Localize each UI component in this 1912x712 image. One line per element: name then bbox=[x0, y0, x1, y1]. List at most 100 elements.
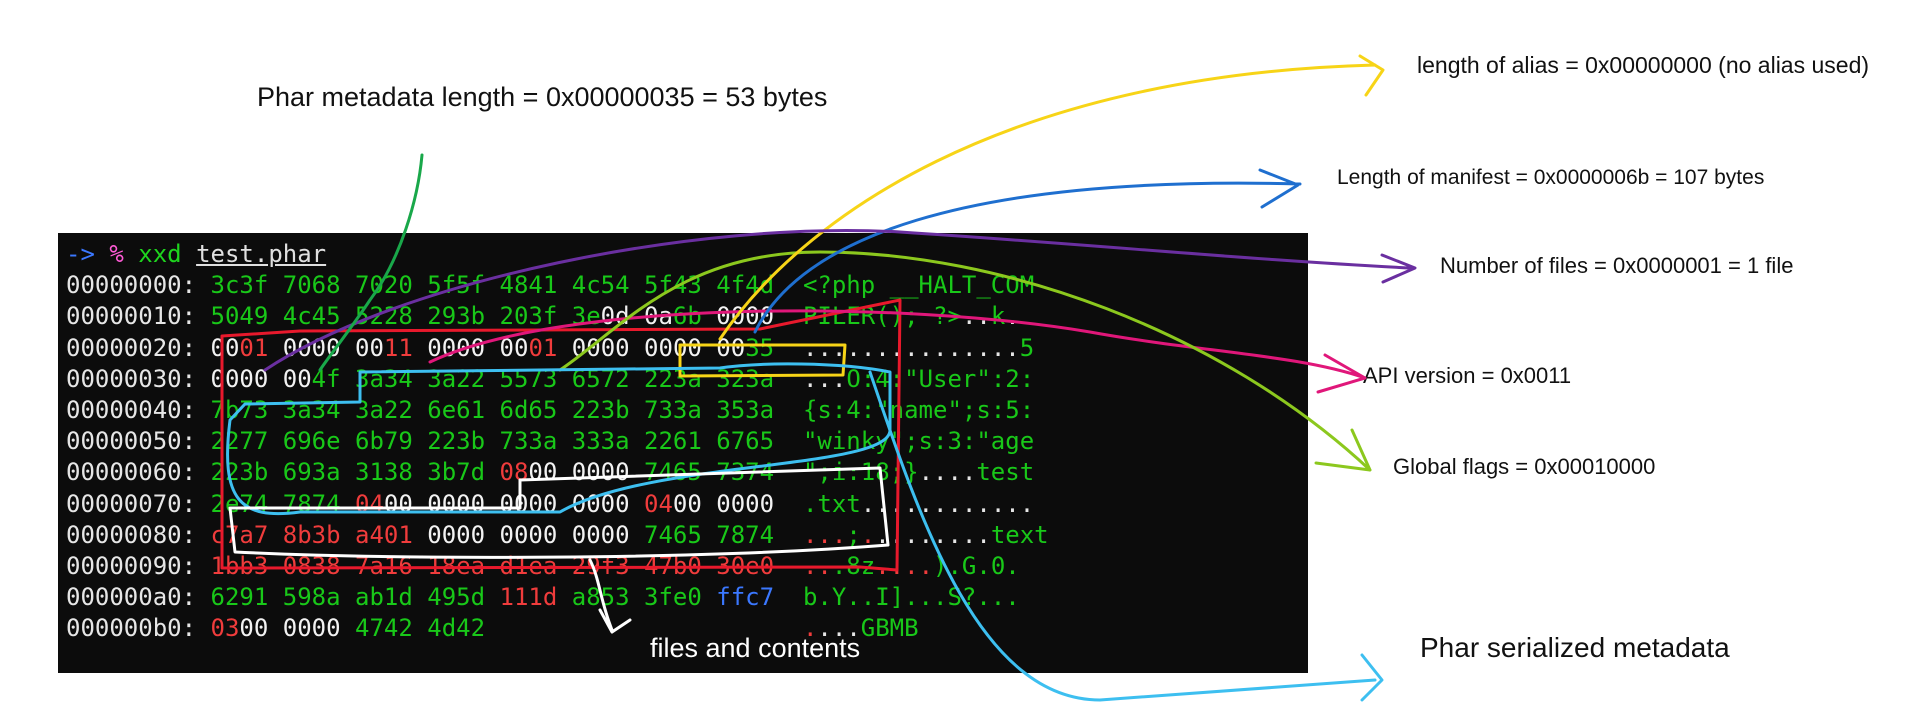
hexdump-row: 000000b0: 0300 0000 4742 4d42 ....GBMB bbox=[66, 614, 919, 643]
row-ascii: <?php __HALT_COM bbox=[802, 271, 1035, 300]
hex-group: 47b0 bbox=[644, 551, 702, 580]
hex-group: 0800 bbox=[499, 458, 558, 487]
hex-group: 293b bbox=[427, 302, 486, 331]
hexdump-row: 00000050: 2277 696e 6b79 223b 733a 333a … bbox=[66, 427, 1035, 456]
hex-group: 0000 bbox=[427, 489, 486, 518]
hexdump-row: 00000090: 1bb3 0838 7a16 18ea d1ea 29f3 … bbox=[66, 551, 1020, 580]
hex-group: 0300 bbox=[210, 614, 269, 643]
row-ascii: ...O:4:"User":2: bbox=[802, 364, 1035, 393]
hexdump-row: 00000010: 5049 4c45 5228 293b 203f 3e0d … bbox=[66, 302, 1020, 331]
prompt-symbol: % bbox=[109, 240, 124, 268]
hex-group: 1bb3 bbox=[210, 551, 269, 580]
hex-group: 3a22 bbox=[427, 364, 486, 393]
hex-group: 29f3 bbox=[571, 551, 630, 580]
row-ascii: ...;.........text bbox=[802, 520, 1049, 549]
hex-group: 0000 bbox=[571, 458, 630, 487]
hex-group: 3fe0 bbox=[644, 583, 702, 612]
hex-group: 696e bbox=[282, 427, 341, 456]
hex-group: 2261 bbox=[644, 427, 702, 456]
hex-group: 333a bbox=[571, 427, 630, 456]
row-offset: 00000080 bbox=[66, 520, 182, 549]
hexdump-row: 00000060: 223b 693a 3138 3b7d 0800 0000 … bbox=[66, 458, 1035, 487]
api-version-label: API version = 0x0011 bbox=[1363, 363, 1572, 388]
hex-group: 4d42 bbox=[427, 614, 486, 643]
row-ascii: "winky";s:3:"age bbox=[802, 427, 1035, 456]
hex-group: 3a34 bbox=[355, 364, 413, 393]
number-of-files-label: Number of files = 0x0000001 = 1 file bbox=[1440, 253, 1794, 278]
hex-group: 0000 bbox=[282, 614, 341, 643]
hex-group: 733a bbox=[499, 427, 558, 456]
prompt-line: -> % xxd test.phar bbox=[66, 239, 1049, 270]
hex-group: 0000 bbox=[571, 520, 630, 549]
hex-group: 0400 bbox=[644, 489, 702, 518]
hexdump-row: 00000080: c7a7 8b3b a401 0000 0000 0000 … bbox=[66, 520, 1049, 549]
hex-group: 223a bbox=[644, 364, 702, 393]
row-offset: 00000010 bbox=[66, 302, 182, 331]
hex-group: 0001 bbox=[499, 333, 558, 362]
hex-group: 5228 bbox=[355, 302, 413, 331]
hex-group: 3c3f bbox=[210, 271, 269, 300]
hex-group: 7874 bbox=[716, 520, 775, 549]
command-argument[interactable]: test.phar bbox=[196, 240, 327, 268]
hex-group: 6e61 bbox=[427, 395, 486, 424]
hex-group: 6291 bbox=[210, 583, 269, 612]
row-offset: 00000040 bbox=[66, 395, 182, 424]
row-offset: 00000050 bbox=[66, 427, 182, 456]
hex-group: 0011 bbox=[355, 333, 413, 362]
hex-group: 7020 bbox=[355, 271, 413, 300]
hex-group: c7a7 bbox=[210, 520, 269, 549]
row-offset: 000000a0 bbox=[66, 583, 182, 612]
hex-group: 0000 bbox=[210, 364, 269, 393]
hex-group: 18ea bbox=[427, 551, 486, 580]
hex-group: 3a34 bbox=[282, 395, 341, 424]
row-offset: 000000b0 bbox=[66, 614, 182, 643]
hex-group: 2e74 bbox=[210, 489, 269, 518]
hex-group: 0035 bbox=[716, 333, 775, 362]
hex-group: 0000 bbox=[716, 302, 775, 331]
hex-group: 4c54 bbox=[571, 271, 630, 300]
hex-group: 4f4d bbox=[716, 271, 775, 300]
row-ascii: .txt............ bbox=[802, 489, 1035, 518]
row-offset: 00000030 bbox=[66, 364, 182, 393]
hex-group: 495d bbox=[427, 583, 486, 612]
hex-group: 7a16 bbox=[355, 551, 413, 580]
hex-group: a853 bbox=[571, 583, 630, 612]
hex-group: 7465 bbox=[644, 520, 702, 549]
files-contents-label: files and contents bbox=[650, 633, 861, 663]
hex-group: 223b bbox=[427, 427, 486, 456]
row-ascii: ...8z....).G.0. bbox=[802, 551, 1020, 580]
hex-group: 7465 bbox=[644, 458, 702, 487]
hex-group: 0000 bbox=[716, 489, 775, 518]
row-offset: 00000000 bbox=[66, 271, 182, 300]
hex-group: 004f bbox=[282, 364, 341, 393]
hex-group: 6765 bbox=[716, 427, 775, 456]
hex-group: ab1d bbox=[355, 583, 413, 612]
hexdump-row: 00000040: 7b73 3a34 3a22 6e61 6d65 223b … bbox=[66, 395, 1035, 424]
hex-group: 7874 bbox=[282, 489, 341, 518]
hex-group: 353a bbox=[716, 395, 775, 424]
row-ascii: {s:4:"name";s:5: bbox=[802, 395, 1035, 424]
hex-group: d1ea bbox=[499, 551, 558, 580]
hex-group: 6572 bbox=[571, 364, 630, 393]
hex-group: 203f bbox=[499, 302, 558, 331]
hex-group: 0000 bbox=[499, 489, 558, 518]
hex-group: 3a22 bbox=[355, 395, 413, 424]
command: xxd bbox=[138, 240, 182, 268]
hex-group: 3e0d bbox=[571, 302, 630, 331]
hex-group: 4c45 bbox=[282, 302, 341, 331]
hex-group: 0000 bbox=[499, 520, 558, 549]
row-offset: 00000070 bbox=[66, 489, 182, 518]
hex-group: 5f43 bbox=[644, 271, 702, 300]
hexdump-row: 00000030: 0000 004f 3a34 3a22 5573 6572 … bbox=[66, 364, 1035, 393]
row-ascii: PILER(); ?>..k. bbox=[802, 302, 1020, 331]
hex-group: 30e0 bbox=[716, 551, 775, 580]
hex-group: 323a bbox=[716, 364, 775, 393]
serialized-metadata-label: Phar serialized metadata bbox=[1420, 632, 1730, 663]
hex-group: ffc7 bbox=[716, 583, 775, 612]
hex-group: 7b73 bbox=[210, 395, 269, 424]
row-offset: 00000020 bbox=[66, 333, 182, 362]
hex-group: 223b bbox=[571, 395, 630, 424]
metadata-length-label: Phar metadata length = 0x00000035 = 53 b… bbox=[257, 82, 828, 112]
hex-group: 3b7d bbox=[427, 458, 486, 487]
